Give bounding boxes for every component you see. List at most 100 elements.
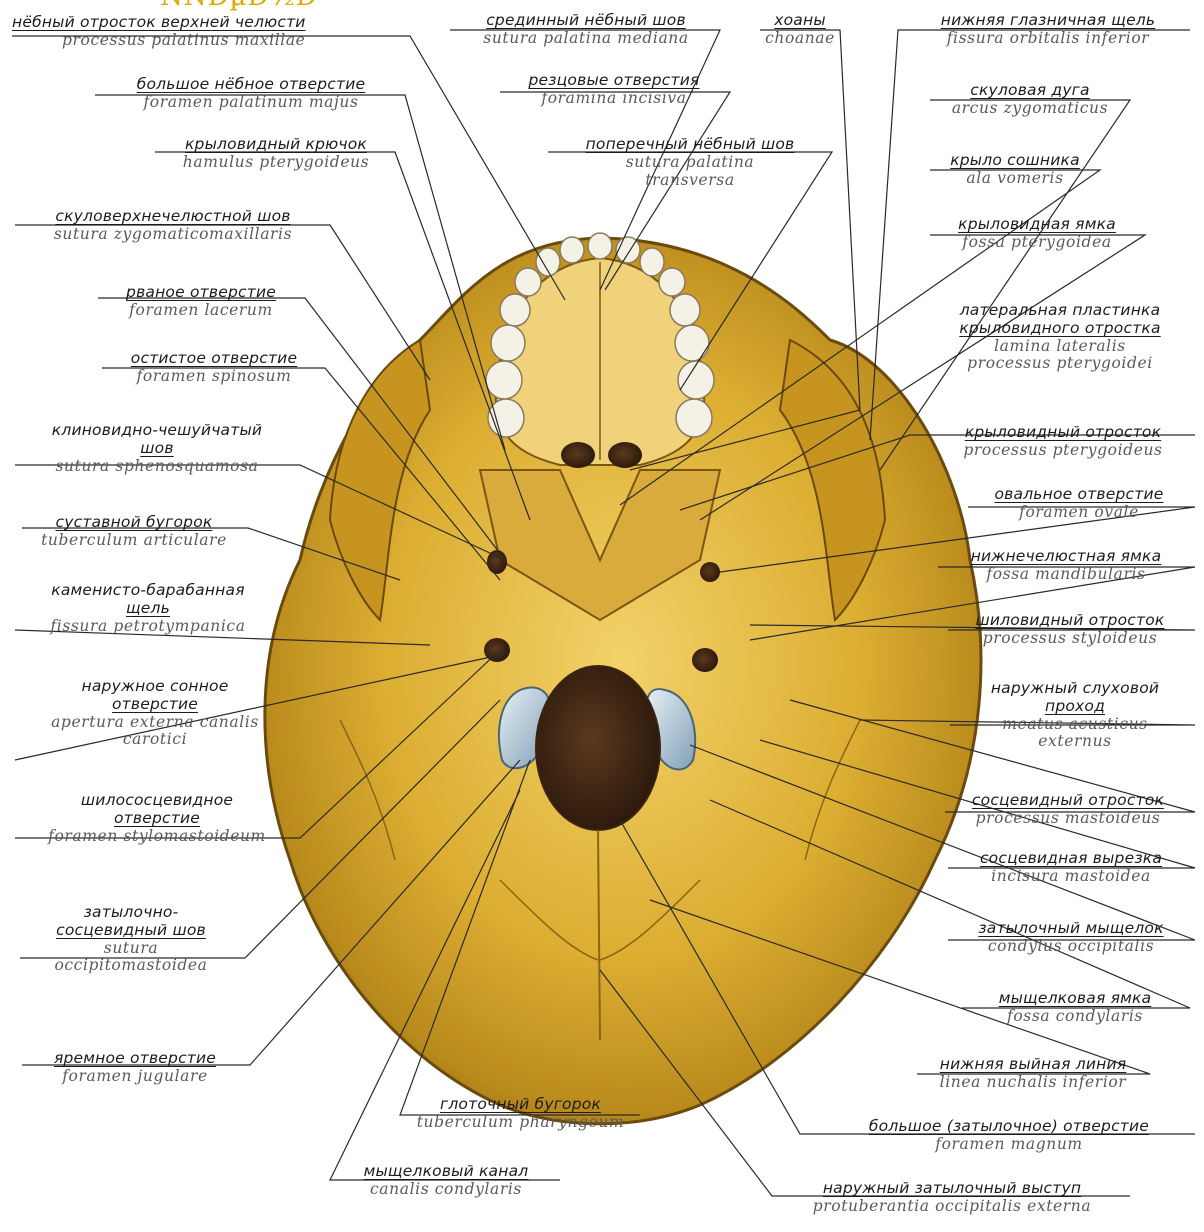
label-la: processus palatinus maxillae: [12, 32, 306, 50]
label-arcus-zygomaticus: скуловая дуга arcus zygomaticus: [925, 82, 1135, 118]
label-sutura-occipitomastoidea: затылочно- сосцевидный шов sutura occipi…: [15, 904, 247, 975]
label-la: foramen palatinum majus: [95, 94, 407, 112]
label-ru-line1: шилососцевидное: [15, 792, 299, 810]
label-ru: овальное отверстие: [962, 486, 1196, 504]
label-ru: нижняя выйная линия: [915, 1056, 1151, 1074]
label-processus-mastoideus: сосцевидный отросток processus mastoideu…: [940, 792, 1196, 828]
label-la-line2: externus: [955, 733, 1195, 751]
label-ru-line1: наружное сонное: [15, 678, 295, 696]
label-ru: крыловидный крючок: [155, 136, 397, 154]
label-ru: сосцевидный отросток: [940, 792, 1196, 810]
label-ru: нёбный отросток верхней челюсти: [12, 14, 306, 32]
label-foramina-incisiva: резцовые отверстия foramina incisiva: [496, 72, 732, 108]
label-ru: шиловидный отросток: [945, 612, 1195, 630]
label-ru: наружный затылочный выступ: [772, 1180, 1132, 1198]
label-tuberculum-articulare: суставной бугорок tuberculum articulare: [18, 514, 250, 550]
label-hamulus: крыловидный крючок hamulus pterygoideus: [155, 136, 397, 172]
label-ru: поперечный нёбный шов: [545, 136, 835, 154]
label-ru: крыло сошника: [925, 152, 1105, 170]
label-canalis-condylaris: мыщелковый канал canalis condylaris: [330, 1163, 562, 1199]
label-foramen-spinosum: остистое отверстие foramen spinosum: [100, 350, 328, 386]
label-la: fissura orbitalis inferior: [902, 30, 1194, 48]
label-linea-nuchalis: нижняя выйная линия linea nuchalis infer…: [915, 1056, 1151, 1092]
label-la-line1: apertura externa canalis: [15, 714, 295, 732]
label-la: fossa pterygoidea: [925, 234, 1149, 252]
label-ru: глоточный бугорок: [398, 1096, 643, 1114]
label-ru-line1: каменисто-барабанная: [12, 582, 284, 600]
label-foramen-lacerum: рваное отверстие foramen lacerum: [95, 284, 307, 320]
label-sutura-sphenosquamosa: клиновидно-чешуйчатый шов sutura sphenos…: [12, 422, 302, 475]
label-la: sutura sphenosquamosa: [12, 458, 302, 476]
label-la: processus styloideus: [945, 630, 1195, 648]
label-la: foramen stylomastoideum: [15, 828, 299, 846]
label-la: fossa condylaris: [960, 1008, 1190, 1026]
label-ru: суставной бугорок: [18, 514, 250, 532]
label-lamina-lateralis: латеральная пластинка крыловидного отрос…: [925, 302, 1195, 373]
label-ru: большое (затылочное) отверстие: [820, 1118, 1198, 1136]
label-la: sutura palatina mediana: [450, 30, 722, 48]
label-ru: нижняя глазничная щель: [902, 12, 1194, 30]
label-la: foramen ovale: [962, 504, 1196, 522]
label-la-line2: transversa: [545, 172, 835, 190]
label-la: fossa mandibularis: [935, 566, 1197, 584]
label-la: sutura zygomaticomaxillaris: [12, 226, 334, 244]
label-ru-line2: отверстие: [15, 696, 295, 714]
label-ru: мыщелковая ямка: [960, 990, 1190, 1008]
label-ru-line1: латеральная пластинка: [925, 302, 1195, 320]
label-fossa-condylaris: мыщелковая ямка fossa condylaris: [960, 990, 1190, 1026]
label-ru: рваное отверстие: [95, 284, 307, 302]
label-ru: мыщелковый канал: [330, 1163, 562, 1181]
label-foramen-palatinum-majus: большое нёбное отверстие foramen palatin…: [95, 76, 407, 112]
label-ru-line2: проход: [955, 698, 1195, 716]
label-la-line1: lamina lateralis: [925, 338, 1195, 356]
label-la-line1: sutura palatina: [545, 154, 835, 172]
label-tuberculum-pharyngeum: глоточный бугорок tuberculum pharyngeum: [398, 1096, 643, 1132]
label-processus-pterygoideus: крыловидный отросток processus pterygoid…: [930, 424, 1196, 460]
label-la: arcus zygomaticus: [925, 100, 1135, 118]
label-processus-styloideus: шиловидный отросток processus styloideus: [945, 612, 1195, 648]
label-fossa-mandibularis: нижнечелюстная ямка fossa mandibularis: [935, 548, 1197, 584]
label-la: processus mastoideus: [940, 810, 1196, 828]
label-la: foramen lacerum: [95, 302, 307, 320]
label-la: condylus occipitalis: [945, 938, 1197, 956]
label-ru: крыловидный отросток: [930, 424, 1196, 442]
label-ru: остистое отверстие: [100, 350, 328, 368]
label-fissura-petrotympanica: каменисто-барабанная щель fissura petrot…: [12, 582, 284, 635]
label-ru: хоаны: [752, 12, 848, 30]
label-la: tuberculum articulare: [18, 532, 250, 550]
label-la: foramen magnum: [820, 1136, 1198, 1154]
label-protuberantia: наружный затылочный выступ protuberantia…: [772, 1180, 1132, 1216]
label-la: tuberculum pharyngeum: [398, 1114, 643, 1132]
label-choanae: хоаны choanae: [752, 12, 848, 48]
label-ru-line1: затылочно-: [15, 904, 247, 922]
label-la-line1: meatus acusticus: [955, 716, 1195, 734]
label-ru: затылочный мыщелок: [945, 920, 1197, 938]
label-fissura-orbitalis-inferior: нижняя глазничная щель fissura orbitalis…: [902, 12, 1194, 48]
label-incisura-mastoidea: сосцевидная вырезка incisura mastoidea: [945, 850, 1197, 886]
label-la-line1: sutura: [15, 940, 247, 958]
label-la: foramen spinosum: [100, 368, 328, 386]
label-la-line2: occipitomastoidea: [15, 957, 247, 975]
label-foramen-ovale: овальное отверстие foramen ovale: [962, 486, 1196, 522]
label-sutura-palatina-mediana: срединный нёбный шов sutura palatina med…: [450, 12, 722, 48]
label-ru: нижнечелюстная ямка: [935, 548, 1197, 566]
label-ru: скуловерхнечелюстной шов: [12, 208, 334, 226]
label-foramen-magnum: большое (затылочное) отверстие foramen m…: [820, 1118, 1198, 1154]
label-la: hamulus pterygoideus: [155, 154, 397, 172]
label-la: foramina incisiva: [496, 90, 732, 108]
label-ala-vomeris: крыло сошника ala vomeris: [925, 152, 1105, 188]
label-ru-line2: сосцевидный шов: [15, 922, 247, 940]
label-processus-palatinus: нёбный отросток верхней челюсти processu…: [12, 14, 306, 50]
label-ru: большое нёбное отверстие: [95, 76, 407, 94]
label-ru-line1: клиновидно-чешуйчатый: [12, 422, 302, 440]
label-ru: сосцевидная вырезка: [945, 850, 1197, 868]
label-ru: скуловая дуга: [925, 82, 1135, 100]
label-la: fissura petrotympanica: [12, 618, 284, 636]
label-la: processus pterygoideus: [930, 442, 1196, 460]
label-la: ala vomeris: [925, 170, 1105, 188]
label-la: incisura mastoidea: [945, 868, 1197, 886]
label-la-line2: processus pterygoidei: [925, 355, 1195, 373]
label-apertura-canalis-carotici: наружное сонное отверстие apertura exter…: [15, 678, 295, 749]
label-foramen-jugulare: яремное отверстие foramen jugulare: [20, 1050, 250, 1086]
